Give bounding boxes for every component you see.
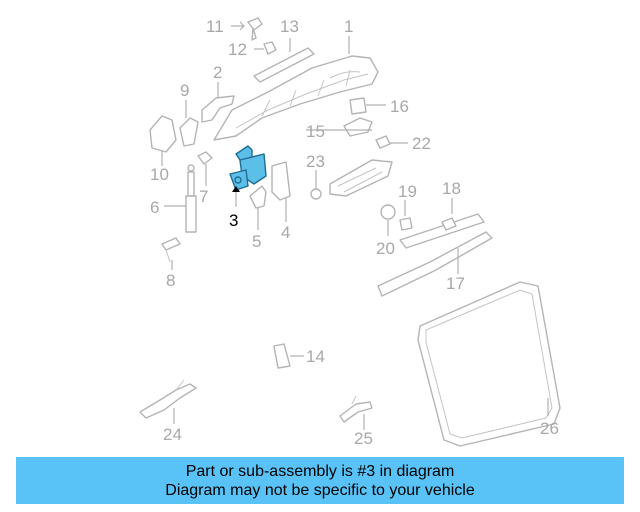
part-25-harness bbox=[339, 395, 373, 423]
part-8-bolt bbox=[161, 237, 181, 263]
callout-14: 14 bbox=[306, 347, 325, 366]
part-5-bracket bbox=[249, 185, 267, 209]
callout-7: 7 bbox=[199, 187, 208, 206]
info-banner: Part or sub-assembly is #3 in diagram Di… bbox=[16, 457, 624, 504]
part-16-switch bbox=[349, 97, 367, 115]
callout-19: 19 bbox=[398, 182, 417, 201]
callout-18: 18 bbox=[442, 179, 461, 198]
part-latch-assembly bbox=[329, 159, 393, 197]
callout-13: 13 bbox=[280, 17, 299, 36]
part-21-knob bbox=[380, 204, 396, 220]
part-7-bumper bbox=[197, 151, 213, 165]
callout-25: 25 bbox=[354, 429, 373, 448]
callout-3: 3 bbox=[229, 211, 238, 230]
callout-23: 23 bbox=[306, 152, 325, 171]
part-26-weatherstrip bbox=[417, 281, 561, 447]
callout-26: 26 bbox=[540, 419, 559, 438]
part-13-strip bbox=[253, 47, 315, 83]
callout-15: 15 bbox=[306, 122, 325, 141]
callout-11: 11 bbox=[206, 17, 224, 36]
callout-12: 12 bbox=[228, 40, 247, 59]
part-3-hinge-highlighted bbox=[229, 145, 267, 191]
callout-4: 4 bbox=[281, 223, 290, 242]
callout-24: 24 bbox=[163, 425, 182, 444]
part-9-cover bbox=[179, 117, 199, 147]
part-3-arrowhead bbox=[232, 186, 240, 192]
callout-2: 2 bbox=[213, 63, 222, 82]
part-1-liftgate-panel bbox=[213, 55, 379, 141]
banner-line-1: Part or sub-assembly is #3 in diagram bbox=[185, 462, 455, 480]
banner-line-2: Diagram may not be specific to your vehi… bbox=[165, 481, 475, 499]
callout-16: 16 bbox=[390, 97, 409, 116]
callout-22: 22 bbox=[412, 134, 431, 153]
callout-10: 10 bbox=[150, 165, 169, 184]
part-11-clip bbox=[247, 17, 263, 41]
callout-labels: 11 13 1 12 2 9 16 15 22 23 10 7 18 19 6 … bbox=[150, 17, 559, 448]
callout-1: 1 bbox=[344, 17, 353, 36]
part-22-bulb bbox=[375, 135, 391, 149]
part-12-grommet bbox=[263, 41, 277, 55]
parts-diagram: 11 13 1 12 2 9 16 15 22 23 10 7 18 19 6 … bbox=[139, 17, 561, 448]
part-4-plate bbox=[271, 161, 291, 201]
leader-lines bbox=[161, 21, 549, 430]
part-18-garnish bbox=[399, 213, 485, 249]
callout-8: 8 bbox=[166, 271, 175, 290]
part-2-bracket bbox=[201, 95, 235, 123]
callout-9: 9 bbox=[180, 81, 189, 100]
callout-5: 5 bbox=[252, 232, 261, 251]
part-17-garnish bbox=[377, 231, 493, 297]
part-19-clip bbox=[399, 217, 413, 231]
part-14-clip bbox=[273, 343, 291, 369]
callout-20: 20 bbox=[376, 239, 395, 258]
part-24-harness bbox=[139, 379, 197, 419]
part-6-gas-strut bbox=[185, 164, 197, 233]
part-10-cover bbox=[149, 115, 177, 153]
callout-17: 17 bbox=[446, 274, 465, 293]
part-15-connector bbox=[343, 117, 373, 137]
part-23-bumper bbox=[310, 188, 322, 200]
callout-6: 6 bbox=[150, 198, 159, 217]
